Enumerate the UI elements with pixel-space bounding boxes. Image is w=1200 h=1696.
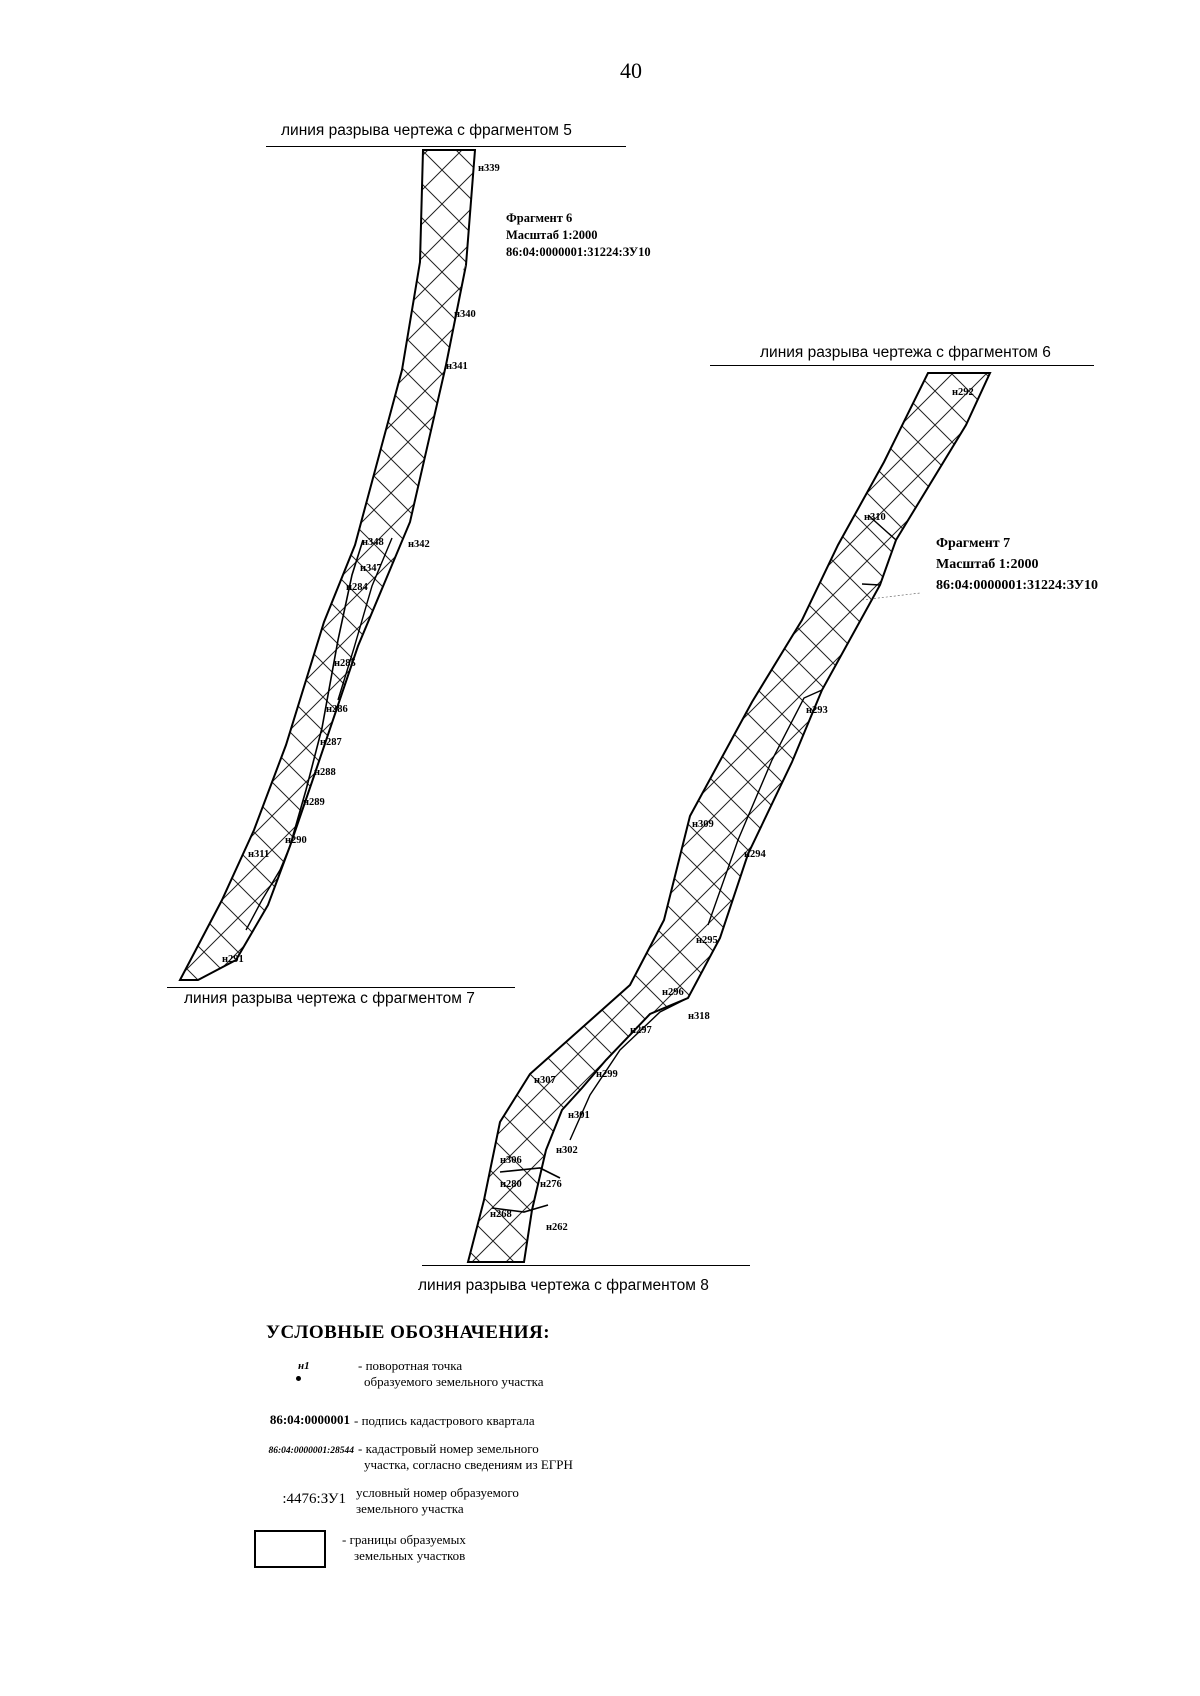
legend-desc-line: - поворотная точка	[358, 1358, 463, 1373]
point-label: н268	[490, 1209, 512, 1220]
point-label: н280	[500, 1179, 522, 1190]
point-label: н293	[806, 705, 828, 716]
legend-quarter-symbol: 86:04:0000001	[269, 1412, 350, 1427]
legend-conditional-number-symbol: :4476:ЗУ1	[282, 1491, 346, 1507]
fragment-6-title: Фрагмент 6	[506, 211, 573, 225]
point-label: н262	[546, 1222, 568, 1233]
point-label: н311	[248, 849, 269, 860]
point-label: н299	[596, 1069, 618, 1080]
legend-desc-line: участка, согласно сведениям из ЕГРН	[364, 1457, 573, 1472]
point-label: н339	[478, 163, 500, 174]
point-label: н296	[662, 987, 684, 998]
point-label: н306	[500, 1155, 522, 1166]
legend-desc-line: образуемого земельного участка	[364, 1374, 544, 1389]
legend-boundary-swatch	[254, 1530, 326, 1568]
legend-desc-quarter: - подпись кадастрового квартала	[354, 1413, 535, 1429]
legend-title: УСЛОВНЫЕ ОБОЗНАЧЕНИЯ:	[266, 1322, 551, 1343]
point-marker-icon	[296, 1376, 301, 1381]
point-label: н291	[222, 954, 244, 965]
break-label-fragment-7: линия разрыва чертежа с фрагментом 7	[184, 990, 475, 1007]
point-label: н286	[326, 704, 348, 715]
point-label: н292	[952, 387, 974, 398]
point-label: н287	[320, 737, 342, 748]
point-label: н318	[688, 1011, 710, 1022]
point-label: н310	[864, 512, 886, 523]
fragment-7-title: Фрагмент 7	[936, 536, 1011, 551]
break-line-fragment-5	[266, 146, 626, 147]
point-label: н295	[696, 935, 718, 946]
legend-desc-line: земельного участка	[356, 1501, 464, 1516]
legend-desc-conditional-number: условный номер образуемого земельного уч…	[356, 1485, 519, 1517]
point-label: н289	[303, 797, 325, 808]
legend-desc-turning-point: - поворотная точка образуемого земельног…	[358, 1358, 544, 1390]
break-line-fragment-7	[167, 987, 515, 988]
fragment-7-parcel: 86:04:0000001:31224:ЗУ10	[936, 578, 1098, 593]
point-label: н340	[454, 309, 476, 320]
fragment-7-label: Фрагмент 7 Масштаб 1:2000 86:04:0000001:…	[936, 533, 1098, 596]
point-label: н294	[744, 849, 767, 860]
fragment-6-strip	[178, 149, 477, 981]
fragment-7-scale: Масштаб 1:2000	[936, 557, 1039, 572]
point-label: н276	[540, 1179, 562, 1190]
break-label-fragment-8: линия разрыва чертежа с фрагментом 8	[418, 1277, 709, 1294]
legend-desc-line: - подпись кадастрового квартала	[354, 1413, 535, 1428]
point-label: н342	[408, 539, 430, 550]
point-label: н301	[568, 1110, 590, 1121]
legend-desc-line: условный номер образуемого	[356, 1485, 519, 1500]
point-label: н290	[285, 835, 307, 846]
point-label: н288	[314, 767, 336, 778]
point-label: н341	[446, 361, 468, 372]
break-label-fragment-6: линия разрыва чертежа с фрагментом 6	[760, 344, 1051, 361]
fragment-6-scale: Масштаб 1:2000	[506, 228, 598, 242]
break-line-fragment-8	[422, 1265, 750, 1266]
point-label: н309	[692, 819, 714, 830]
legend-desc-boundary: - границы образуемых земельных участков	[342, 1532, 466, 1564]
legend-desc-line: земельных участков	[354, 1548, 466, 1563]
break-label-fragment-5: линия разрыва чертежа с фрагментом 5	[281, 122, 572, 139]
legend-desc-line: - границы образуемых	[342, 1532, 466, 1547]
point-label: н348	[362, 537, 384, 548]
fragment-6-parcel: 86:04:0000001:31224:ЗУ10	[506, 245, 651, 259]
legend-turning-point-symbol: н1	[276, 1360, 310, 1381]
point-label: н284	[346, 582, 369, 593]
legend-desc-parcel-number: - кадастровый номер земельного участка, …	[358, 1441, 573, 1473]
point-label: н302	[556, 1145, 578, 1156]
point-label: н297	[630, 1025, 652, 1036]
legend-parcel-number-symbol: 86:04:0000001:28544	[268, 1446, 355, 1456]
point-label: н347	[360, 563, 382, 574]
fragment-6-label: Фрагмент 6 Масштаб 1:2000 86:04:0000001:…	[506, 210, 651, 261]
point-label: н285	[334, 658, 356, 669]
fragment-7-strip	[466, 372, 992, 1263]
legend-desc-line: - кадастровый номер земельного	[358, 1441, 539, 1456]
page-number: 40	[620, 58, 642, 83]
break-line-fragment-6	[710, 365, 1094, 366]
legend-symbol-text: н1	[298, 1360, 310, 1372]
point-label: н307	[534, 1075, 556, 1086]
